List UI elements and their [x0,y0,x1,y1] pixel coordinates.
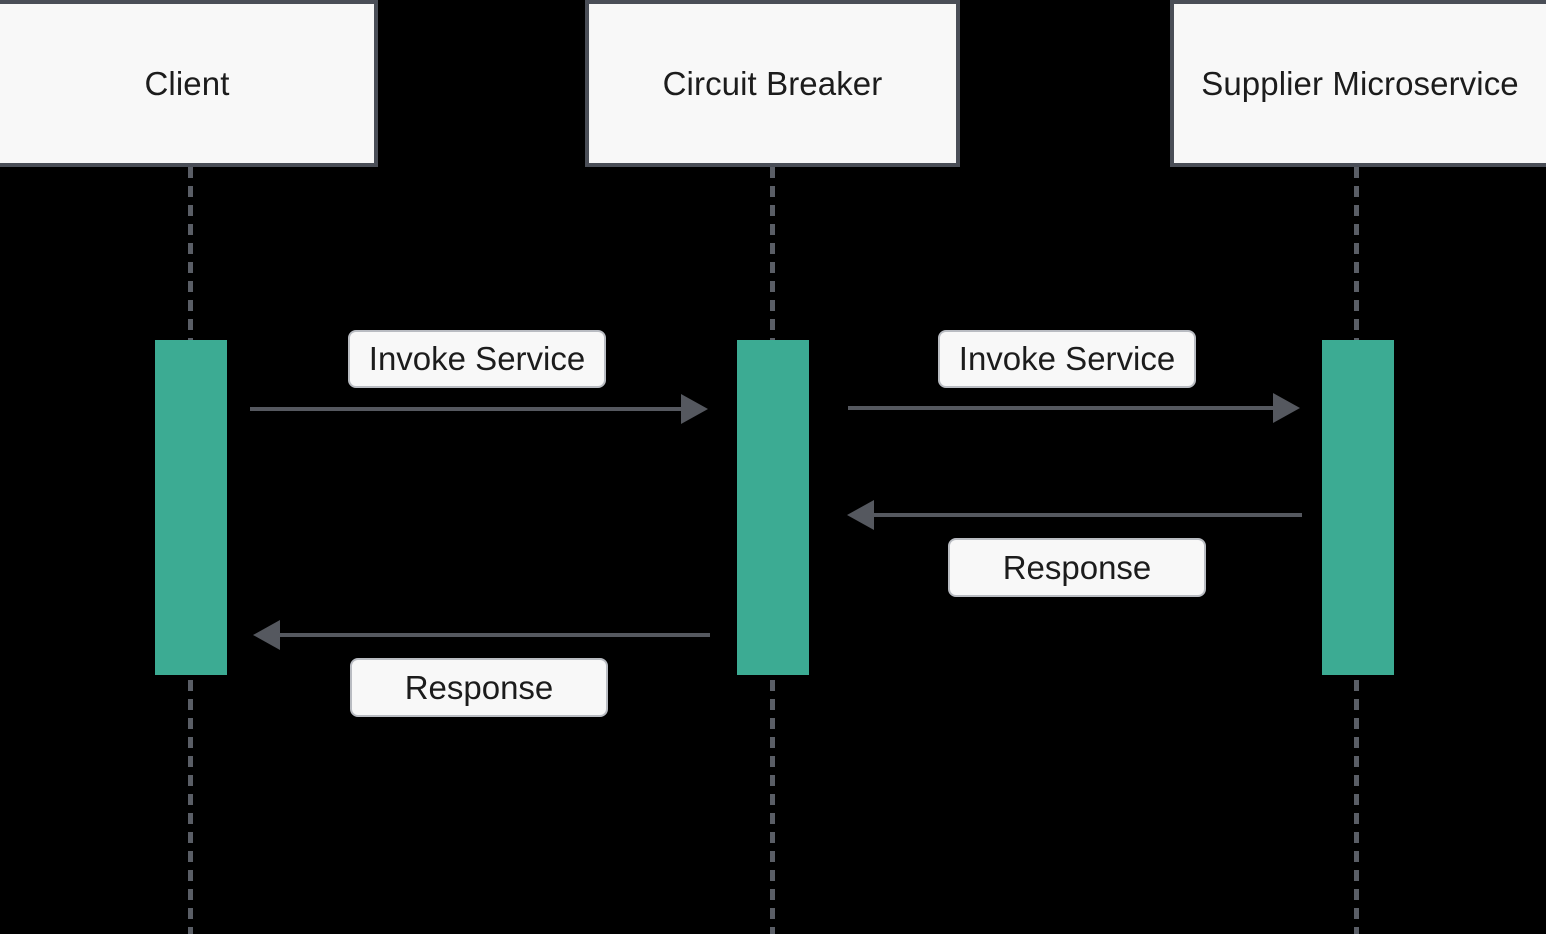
message-label-supplier-response[interactable]: Response [948,538,1206,597]
participant-client[interactable]: Client [0,0,378,167]
message-label-client-invoke-text: Invoke Service [368,340,586,377]
arrow-head-supplier-response [847,500,874,530]
activation-bar-client [155,340,227,675]
message-label-client-invoke[interactable]: Invoke Service [348,330,606,388]
participant-supplier-microservice[interactable]: Supplier Microservice [1170,0,1546,167]
participant-supplier-microservice-label: Supplier Microservice [1201,64,1519,102]
message-label-supplier-response-text: Response [1002,548,1152,586]
activation-bar-supplier-microservice [1322,340,1394,675]
message-label-cb-response-text: Response [404,668,554,706]
message-line-cb-invoke [848,406,1274,410]
participant-circuit-breaker-label: Circuit Breaker [662,64,883,102]
message-line-supplier-response [874,513,1302,517]
participant-circuit-breaker[interactable]: Circuit Breaker [585,0,960,167]
arrow-head-client-invoke [681,394,708,424]
participant-client-label: Client [144,64,230,102]
message-label-cb-invoke-text: Invoke Service [958,340,1176,377]
message-line-cb-response [280,633,710,637]
message-line-client-invoke [250,407,682,411]
arrow-head-cb-response [253,620,280,650]
arrow-head-cb-invoke [1273,393,1300,423]
activation-bar-circuit-breaker [737,340,809,675]
message-label-cb-response[interactable]: Response [350,658,608,717]
message-label-cb-invoke[interactable]: Invoke Service [938,330,1196,388]
